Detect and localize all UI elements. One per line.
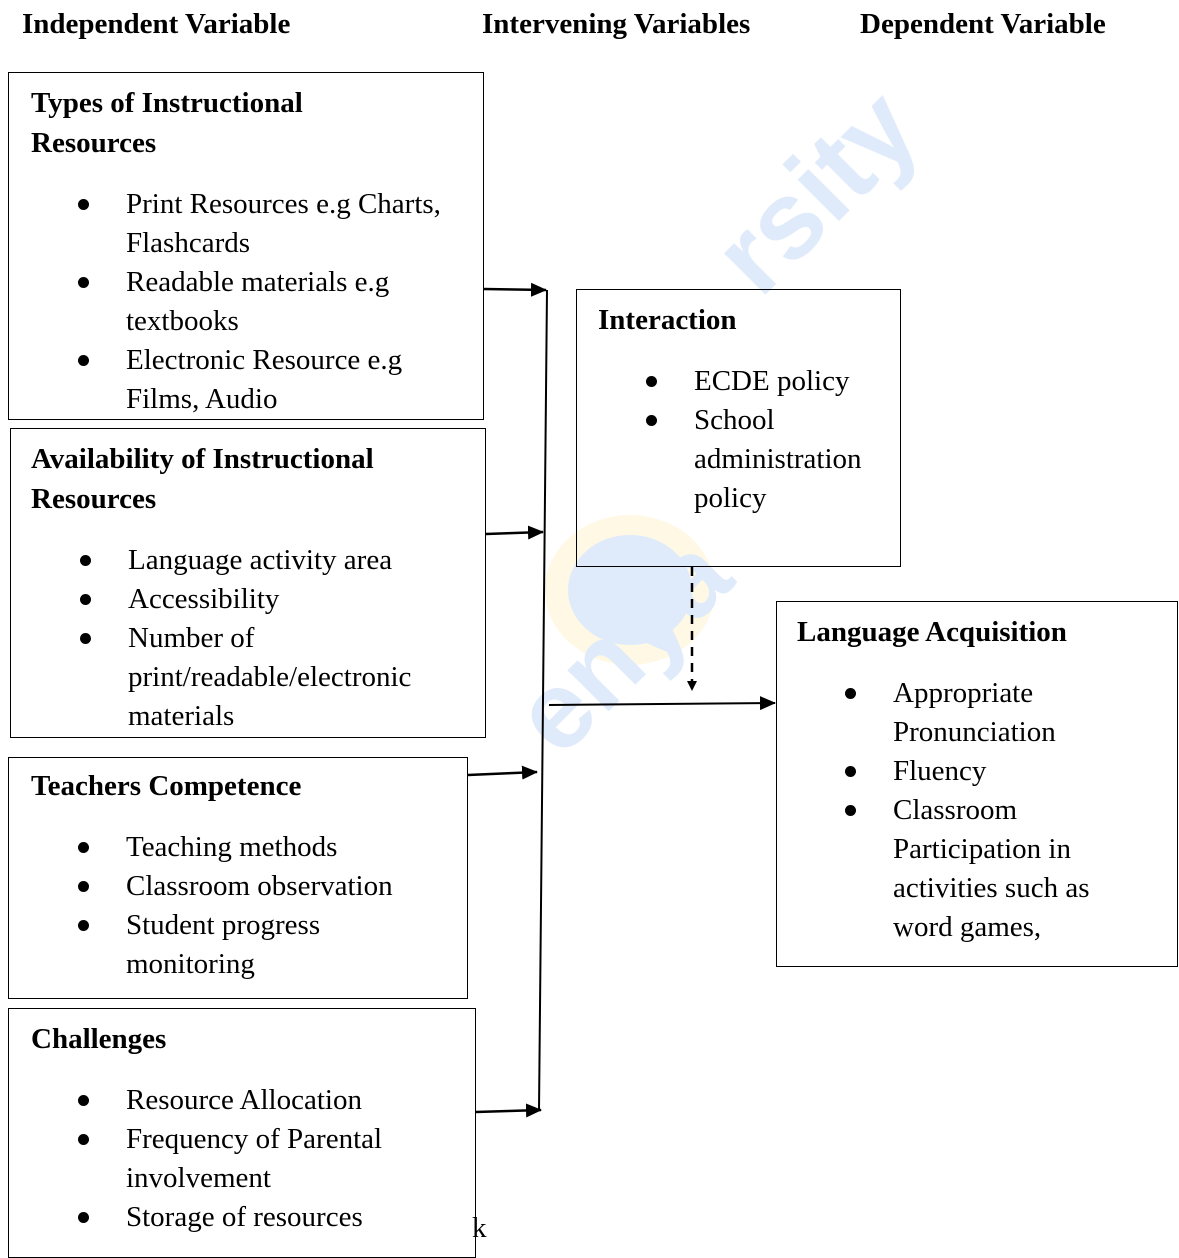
watermark-text-upper: rsity xyxy=(690,66,941,317)
list-item: Language activity area xyxy=(31,541,465,580)
list-item: Frequency of Parental involvement xyxy=(31,1120,426,1198)
list-item: Appropriate Pronunciation xyxy=(797,674,1083,752)
list-item: Resource Allocation xyxy=(31,1081,455,1120)
arrow-to-language-acquisition xyxy=(548,696,776,711)
list-item: School administration policy xyxy=(598,401,890,518)
list-item: Storage of resources xyxy=(31,1198,455,1237)
box-teachers-competence: Teachers Competence Teaching methods Cla… xyxy=(8,757,468,999)
arrow-availability-to-collector xyxy=(485,525,544,540)
box-interaction: Interaction ECDE policy School administr… xyxy=(576,289,901,567)
list-item: ECDE policy xyxy=(598,362,890,401)
list-item: Teaching methods xyxy=(31,828,447,867)
box-title: Teachers Competence xyxy=(31,770,302,802)
header-intervening-variables: Intervening Variables xyxy=(482,8,751,40)
stray-mark: k xyxy=(472,1212,487,1244)
box-title: Interaction xyxy=(598,304,737,336)
arrow-competence-to-collector xyxy=(467,765,538,780)
box-title: Language Acquisition xyxy=(797,616,1067,648)
box-challenges: Challenges Resource Allocation Frequency… xyxy=(8,1008,476,1258)
list-item: Fluency xyxy=(797,752,1167,791)
list-item: Student progress monitoring xyxy=(31,906,356,984)
header-dependent-variable: Dependent Variable xyxy=(860,8,1106,40)
box-title: Challenges xyxy=(31,1023,167,1055)
list-item: Electronic Resource e.g Films, Audio xyxy=(31,341,463,419)
box-availability-of-instructional-resources: Availability of Instructional Resources … xyxy=(10,428,486,738)
list-item: Readable materials e.g textbooks xyxy=(31,263,463,341)
list-item: Classroom Participation in activities su… xyxy=(797,791,1128,947)
box-types-of-instructional-resources: Types of Instructional Resources Print R… xyxy=(8,72,484,420)
list-item: Print Resources e.g Charts, Flashcards xyxy=(31,185,463,263)
list-item: Accessibility xyxy=(31,580,465,619)
list-item: Number of print/readable/electronic mate… xyxy=(31,619,465,736)
list-item: Classroom observation xyxy=(31,867,447,906)
collector-line xyxy=(538,289,548,1111)
arrow-challenges-to-collector xyxy=(475,1103,542,1118)
header-independent-variable: Independent Variable xyxy=(22,8,291,40)
box-language-acquisition: Language Acquisition Appropriate Pronunc… xyxy=(776,601,1178,967)
box-title: Availability of Instructional Resources xyxy=(31,443,374,515)
box-title: Types of Instructional Resources xyxy=(31,87,303,159)
arrow-types-to-collector xyxy=(483,282,547,297)
